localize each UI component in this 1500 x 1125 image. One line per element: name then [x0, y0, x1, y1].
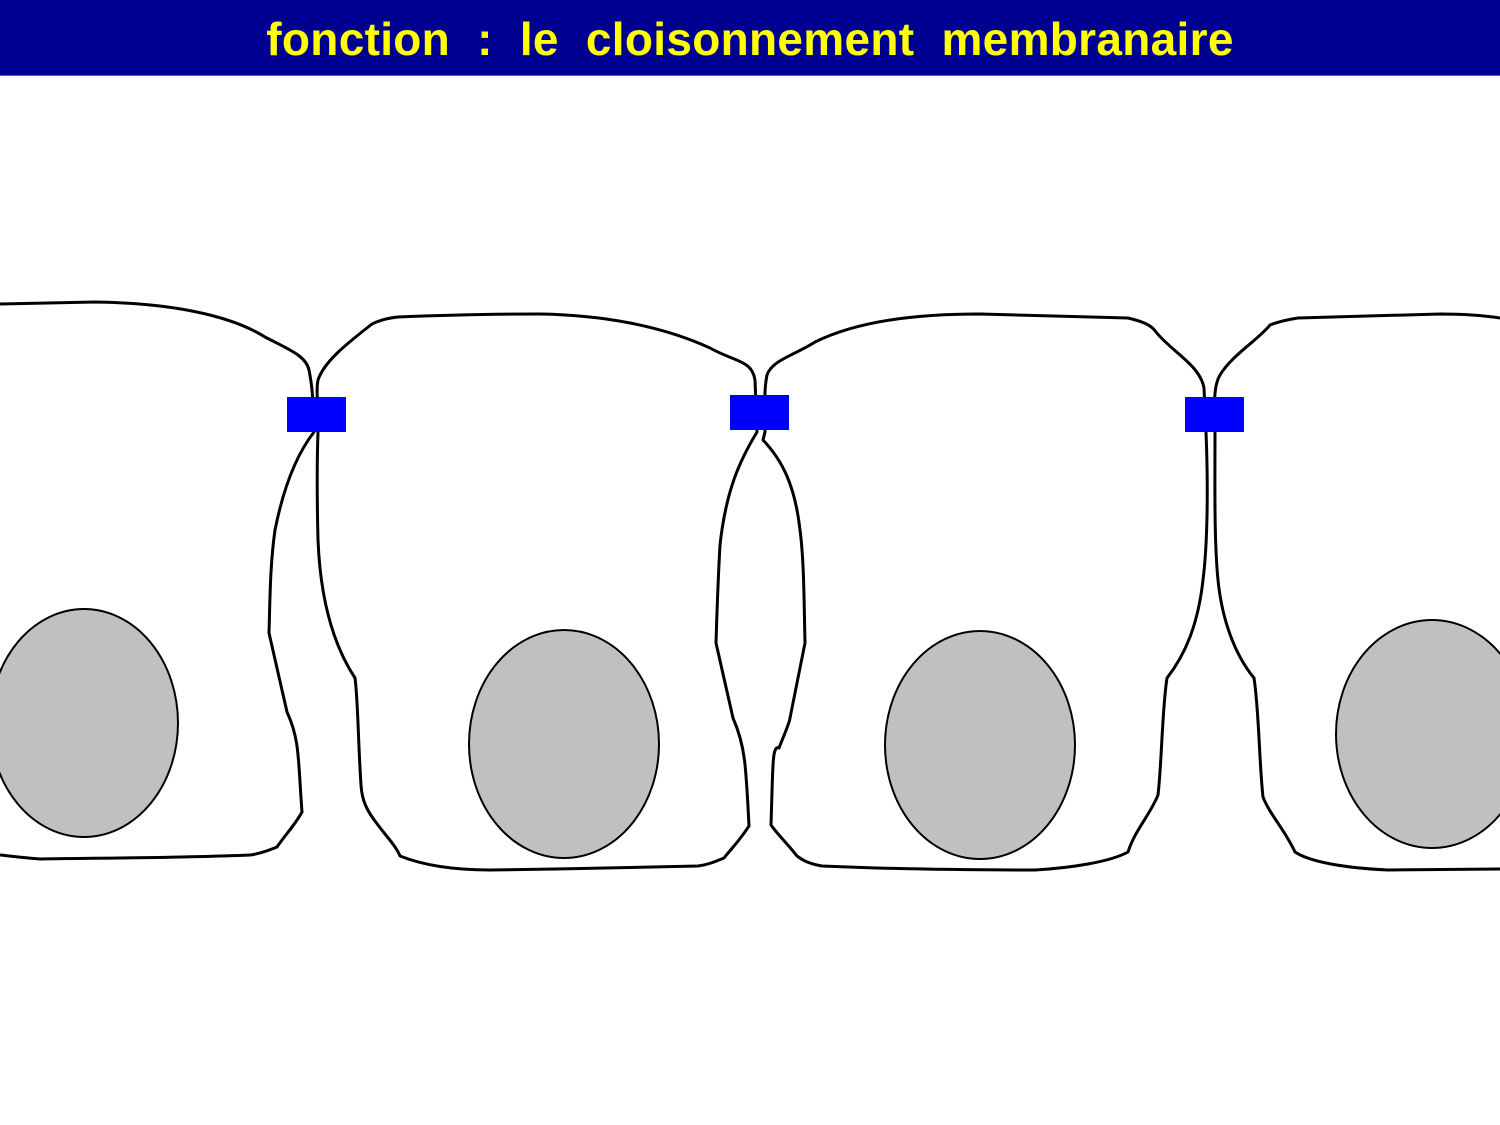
nucleus-3 [884, 630, 1076, 860]
cell-membrane-3 [761, 312, 1209, 872]
nucleus-2 [468, 629, 660, 859]
title-bar: fonction : le cloisonnement membranaire [0, 0, 1500, 76]
cell-membrane-1 [0, 300, 316, 861]
tight-junction-2 [730, 395, 789, 430]
tight-junction-1 [287, 397, 346, 432]
cell-membrane-4 [1213, 312, 1500, 872]
slide-title: fonction : le cloisonnement membranaire [266, 13, 1234, 65]
tight-junction-3 [1185, 397, 1244, 432]
nucleus-1 [0, 608, 179, 838]
cell-membrane-2 [315, 312, 759, 872]
nucleus-4 [1335, 619, 1500, 849]
